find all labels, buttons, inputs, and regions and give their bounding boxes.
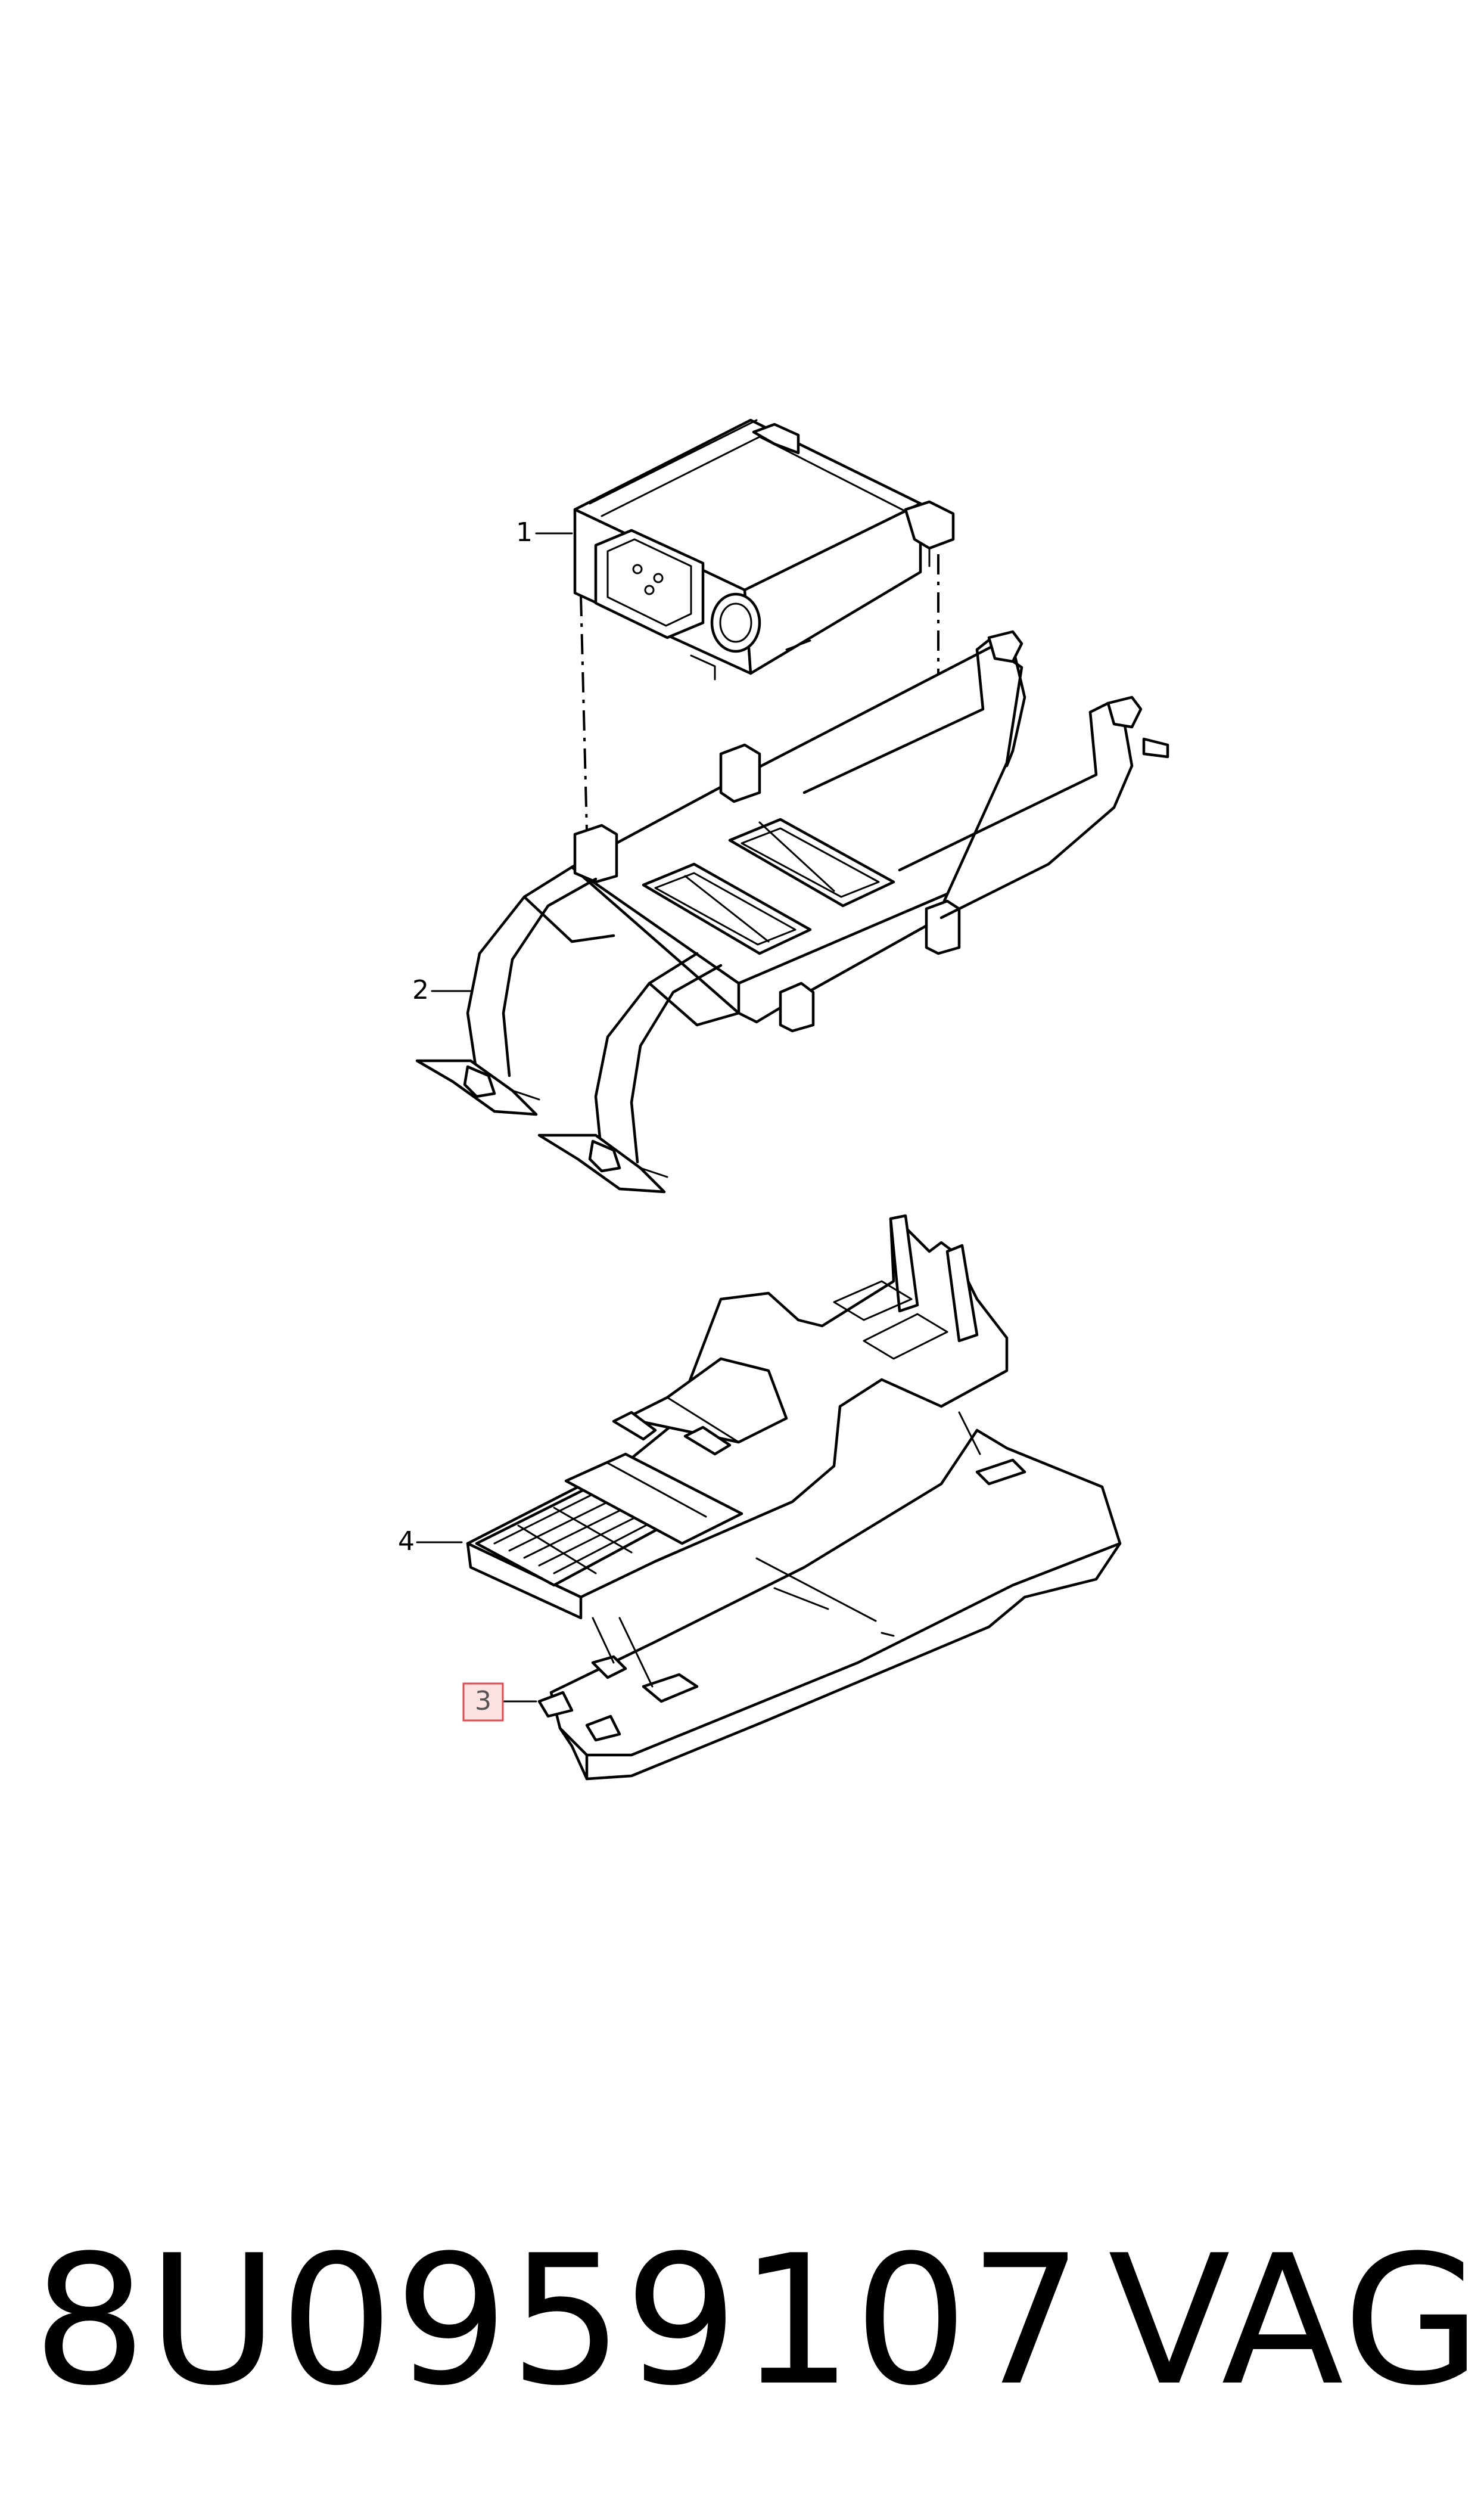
callout-3[interactable]: 3 [475,1686,491,1716]
assembly-line-left [580,595,588,832]
mounting-bracket-part-2[interactable] [415,630,1169,1194]
callout-2[interactable]: 2 [412,975,429,1005]
callout-1[interactable]: 1 [516,517,533,548]
control-module-part-1[interactable] [573,418,955,681]
brand-label: VAG [1108,2217,1484,2425]
callout-4[interactable]: 4 [398,1526,415,1557]
base-tray-part-3[interactable] [537,1411,1122,1781]
console-cover-part-4[interactable] [466,1214,1009,1620]
part-number: 8U0959107 [33,2217,1084,2425]
callout-3-highlight [462,1682,504,1722]
